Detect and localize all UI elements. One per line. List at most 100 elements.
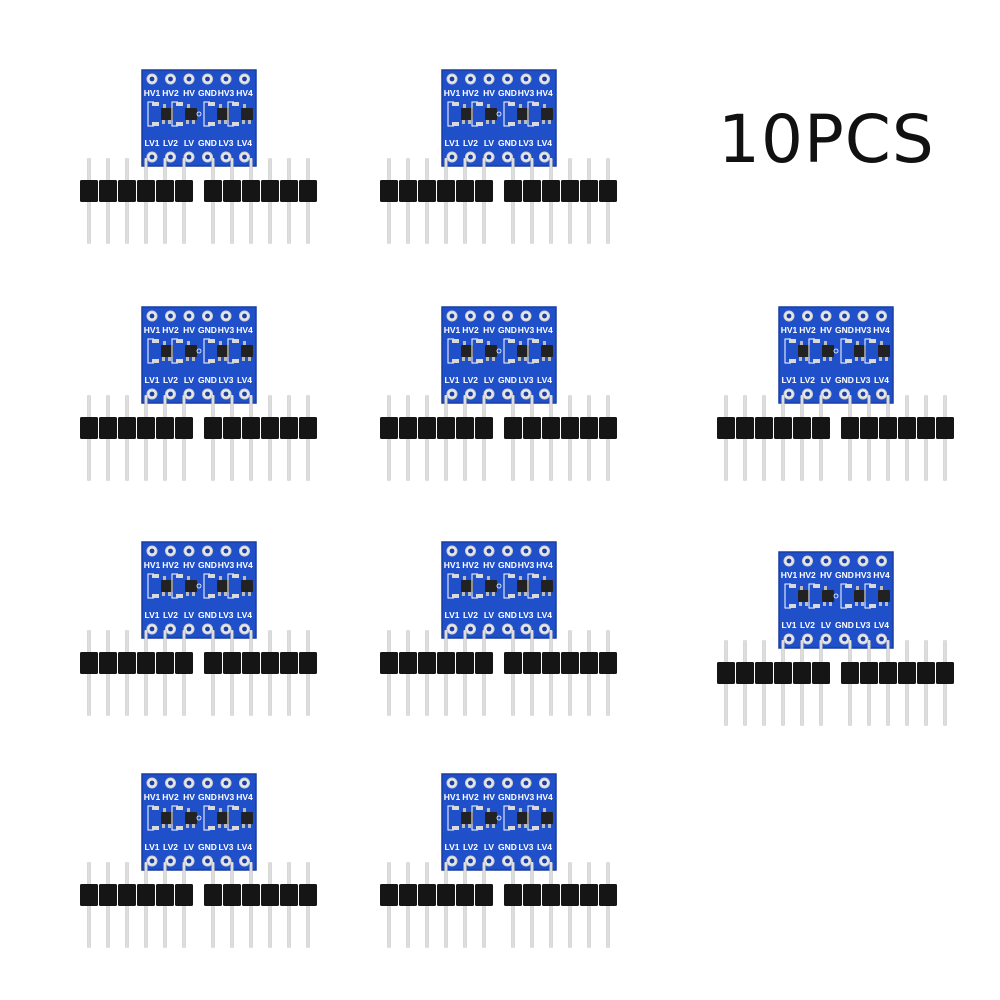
mosfet-chip bbox=[541, 108, 553, 120]
silkscreen-label-top: HV3 bbox=[218, 88, 235, 98]
pin-header-body bbox=[580, 652, 598, 674]
silkscreen-label-top: GND bbox=[198, 325, 217, 335]
mosfet-chip bbox=[461, 108, 473, 120]
silkscreen-label-top: HV4 bbox=[536, 325, 553, 335]
pcb-board bbox=[441, 306, 557, 404]
pin-header-body bbox=[418, 417, 436, 439]
pin-header-body bbox=[418, 652, 436, 674]
pin-header-body bbox=[475, 652, 493, 674]
mosfet-chip bbox=[517, 345, 529, 357]
pin-header-body bbox=[242, 884, 260, 906]
mosfet-chip bbox=[217, 345, 229, 357]
pin-header-body bbox=[380, 884, 398, 906]
pin-header-body bbox=[204, 652, 222, 674]
silkscreen-label-bottom: LV1 bbox=[445, 842, 460, 852]
pin-header-body bbox=[204, 180, 222, 202]
mosfet-chip bbox=[541, 345, 553, 357]
silkscreen-label-top: HV1 bbox=[444, 325, 461, 335]
silkscreen-label-bottom: LV4 bbox=[537, 610, 552, 620]
pin-header-body bbox=[399, 652, 417, 674]
silkscreen-label-top: HV bbox=[183, 792, 195, 802]
pin-header-body bbox=[542, 652, 560, 674]
silkscreen-label-top: HV4 bbox=[236, 325, 253, 335]
mosfet-chip bbox=[461, 345, 473, 357]
pin-header-body bbox=[936, 417, 954, 439]
silkscreen-label-top: HV3 bbox=[518, 792, 535, 802]
mosfet-chip bbox=[822, 345, 834, 357]
pin-header-body bbox=[475, 180, 493, 202]
mosfet-chip bbox=[161, 345, 173, 357]
pin-header-body bbox=[261, 884, 279, 906]
silkscreen-label-top: GND bbox=[198, 792, 217, 802]
pin-header-body bbox=[99, 417, 117, 439]
pin-header-body bbox=[137, 652, 155, 674]
silkscreen-label-top: HV2 bbox=[162, 560, 179, 570]
silkscreen-label-bottom: LV3 bbox=[856, 375, 871, 385]
pin-header-body bbox=[380, 180, 398, 202]
pin-header-body bbox=[242, 417, 260, 439]
silkscreen-label-top: HV3 bbox=[518, 325, 535, 335]
mosfet-chip bbox=[185, 812, 197, 824]
silkscreen-label-top: HV1 bbox=[144, 792, 161, 802]
pin-header-body bbox=[175, 884, 193, 906]
silkscreen-label-top: HV1 bbox=[444, 560, 461, 570]
silkscreen-label-bottom: LV bbox=[484, 138, 495, 148]
silkscreen-label-top: HV bbox=[483, 88, 495, 98]
pin-header-body bbox=[280, 417, 298, 439]
silkscreen-label-top: HV bbox=[483, 325, 495, 335]
silkscreen-label-bottom: LV2 bbox=[163, 375, 178, 385]
pin-header-body bbox=[99, 180, 117, 202]
pin-header-body bbox=[380, 652, 398, 674]
pin-header-body bbox=[580, 884, 598, 906]
pin-header-body bbox=[156, 652, 174, 674]
pin-header-body bbox=[561, 884, 579, 906]
silkscreen-label-top: HV bbox=[183, 88, 195, 98]
pin-header-body bbox=[280, 884, 298, 906]
pin-header-body bbox=[299, 652, 317, 674]
pin-header-body bbox=[717, 662, 735, 684]
silkscreen-label-bottom: LV1 bbox=[145, 842, 160, 852]
silkscreen-label-top: GND bbox=[198, 88, 217, 98]
mosfet-chip bbox=[485, 812, 497, 824]
silkscreen-label-bottom: LV4 bbox=[237, 375, 252, 385]
pin-header-body bbox=[542, 180, 560, 202]
silkscreen-label-top: HV2 bbox=[162, 792, 179, 802]
silkscreen-label-bottom: GND bbox=[198, 375, 217, 385]
silkscreen-label-top: HV1 bbox=[144, 560, 161, 570]
silkscreen-label-bottom: LV2 bbox=[463, 375, 478, 385]
silkscreen-label-bottom: LV3 bbox=[519, 138, 534, 148]
pin-header-body bbox=[137, 417, 155, 439]
silkscreen-label-top: HV1 bbox=[444, 792, 461, 802]
pin-header-body bbox=[599, 884, 617, 906]
silkscreen-label-top: HV bbox=[483, 560, 495, 570]
silkscreen-label-top: HV1 bbox=[781, 570, 798, 580]
mosfet-chip bbox=[517, 108, 529, 120]
pin-header-body bbox=[561, 180, 579, 202]
pin-header-body bbox=[80, 884, 98, 906]
pin-header-body bbox=[599, 417, 617, 439]
pin-header-body bbox=[437, 884, 455, 906]
mosfet-chip bbox=[217, 812, 229, 824]
mosfet-chip bbox=[161, 580, 173, 592]
pin-header-body bbox=[399, 417, 417, 439]
pin-header-body bbox=[542, 884, 560, 906]
silkscreen-label-top: HV bbox=[483, 792, 495, 802]
pin-header-body bbox=[736, 417, 754, 439]
mosfet-chip bbox=[241, 580, 253, 592]
mosfet-chip bbox=[541, 812, 553, 824]
mosfet-chip bbox=[185, 345, 197, 357]
pin-header-body bbox=[80, 652, 98, 674]
pin-header-body bbox=[299, 180, 317, 202]
silkscreen-label-top: GND bbox=[498, 88, 517, 98]
silkscreen-label-top: GND bbox=[498, 792, 517, 802]
silkscreen-label-bottom: GND bbox=[198, 610, 217, 620]
silkscreen-label-bottom: LV4 bbox=[237, 610, 252, 620]
pin-header-body bbox=[812, 662, 830, 684]
pcb-board bbox=[441, 69, 557, 167]
